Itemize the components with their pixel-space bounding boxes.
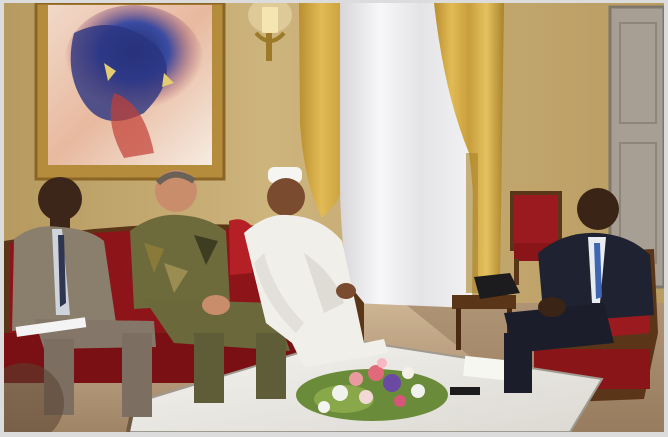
meeting-photo xyxy=(4,3,664,432)
meeting-scene-illustration xyxy=(4,3,664,432)
notepad xyxy=(15,317,87,337)
telephone xyxy=(474,273,520,299)
remote-on-table xyxy=(450,387,480,395)
abstract-painting xyxy=(34,3,226,181)
person-dark-suit xyxy=(504,188,654,393)
sheer-curtain xyxy=(340,3,474,308)
curtain-right xyxy=(434,3,504,285)
person-white-robe xyxy=(244,167,388,367)
flower-arrangement xyxy=(296,358,448,421)
person-grey-suit xyxy=(12,177,156,417)
wall-sconce xyxy=(248,3,292,61)
foreground-blur xyxy=(4,363,64,432)
person-military-uniform xyxy=(130,170,290,403)
